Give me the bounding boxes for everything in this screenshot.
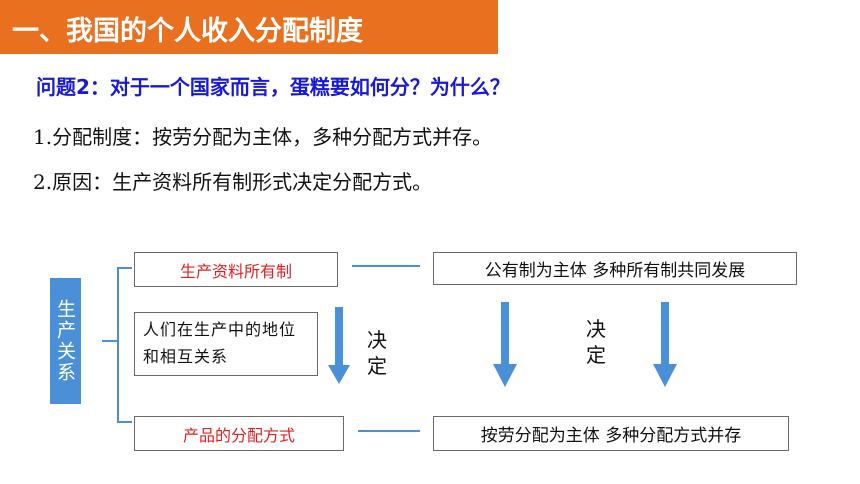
question-text: 问题2：对于一个国家而言，蛋糕要如何分？为什么？ xyxy=(36,75,510,99)
arrow-down-right-icon xyxy=(653,302,677,387)
distribution-mode-box: 产品的分配方式 xyxy=(134,416,344,451)
labor-distribution-box: 按劳分配为主体 多种分配方式并存 xyxy=(433,416,789,451)
page-title: 一、我国的个人收入分配制度 xyxy=(12,16,363,47)
decide-label-right: 决定 xyxy=(586,317,606,367)
arrow-down-middle-icon xyxy=(493,302,517,387)
status-relations-box: 人们在生产中的地位和相互关系 xyxy=(134,312,318,376)
means-of-production-box: 生产资料所有制 xyxy=(134,252,338,287)
relations-of-production-label: 生产关系 xyxy=(50,278,81,404)
title-banner: 一、我国的个人收入分配制度 xyxy=(0,0,498,54)
bracket-line xyxy=(117,267,132,423)
arrow-down-left-icon xyxy=(328,307,350,384)
point-1: 1.分配制度：按劳分配为主体，多种分配方式并存。 xyxy=(33,125,493,149)
decide-label-left: 决定 xyxy=(367,328,387,378)
point-2: 2.原因：生产资料所有制形式决定分配方式。 xyxy=(33,170,433,194)
public-ownership-box: 公有制为主体 多种所有制共同发展 xyxy=(433,252,797,285)
